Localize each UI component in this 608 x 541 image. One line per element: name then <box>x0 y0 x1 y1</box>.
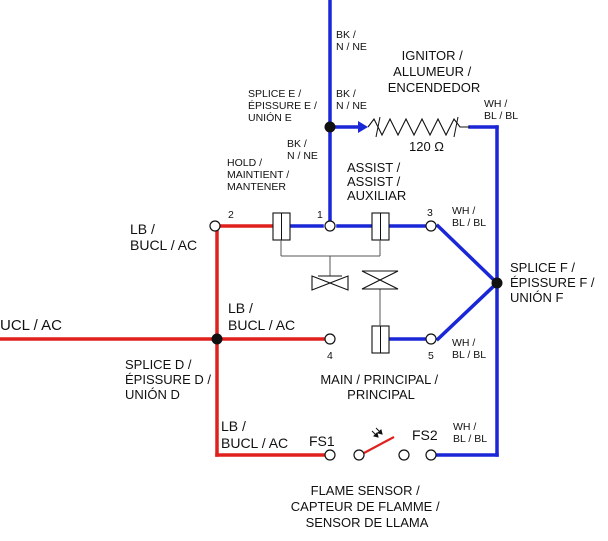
valve-linkage <box>280 240 381 326</box>
arrow-ignitor-icon <box>358 121 368 133</box>
label-ignitor: IGNITOR / ALLUMEUR / ENCENDEDOR <box>388 48 480 95</box>
label-bk-top: BK / N / NE <box>336 29 367 53</box>
label-fs1: FS1 <box>309 433 335 449</box>
label-fs2: FS2 <box>412 427 438 443</box>
valve-left-icon <box>311 275 349 291</box>
terminal-fs2-b <box>425 449 437 461</box>
label-resistance: 120 Ω <box>409 139 444 154</box>
splice-d-dot <box>211 333 223 345</box>
ignitor-tick-right <box>453 116 459 138</box>
label-lb-low: LB / BUCL / AC <box>221 418 288 451</box>
label-lb-left: LB / BUCL / AC <box>130 221 197 253</box>
red-wires <box>0 224 326 457</box>
label-wh-assist: WH / BL / BL <box>452 205 486 229</box>
terminals <box>209 220 437 461</box>
terminal-fs2-a <box>398 449 410 461</box>
flame-sensor-icon <box>371 427 383 438</box>
label-wh-fs: WH / BL / BL <box>453 421 487 445</box>
label-terminal-3: 3 <box>427 207 433 219</box>
label-terminal-1: 1 <box>317 209 323 221</box>
terminal-2 <box>209 220 221 232</box>
label-lb-mid: LB / BUCL / AC <box>228 300 295 333</box>
terminal-4 <box>324 333 336 345</box>
flame-switch-blade <box>363 436 395 454</box>
label-main: MAIN / PRINCIPAL / PRINCIPAL <box>320 372 441 402</box>
label-terminal-2: 2 <box>228 209 234 221</box>
label-assist: ASSIST / ASSIST / AUXILIAR <box>347 160 406 203</box>
label-bk-low: BK / N / NE <box>287 138 318 162</box>
terminal-fs1-a <box>324 449 336 461</box>
terminal-1 <box>324 220 336 232</box>
ignitor-tick-left <box>375 116 381 138</box>
valve-right-icon <box>361 270 399 290</box>
label-splice-e: SPLICE E / ÉPISSURE E / UNIÓN E <box>248 88 320 124</box>
label-wh-main: WH / BL / BL <box>452 337 486 361</box>
label-splice-d: SPLICE D / ÉPISSURE D / UNIÓN D <box>125 357 215 402</box>
wire-t3-splice-f <box>435 223 500 286</box>
label-bk-mid: BK / N / NE <box>336 88 367 112</box>
wire-t5-splice-f <box>435 280 500 342</box>
label-wh-top: WH / BL / BL <box>484 98 518 122</box>
label-hold: HOLD / MAINTIENT / MANTENER <box>227 157 292 193</box>
blue-wires <box>288 0 500 457</box>
splice-e-dot <box>324 121 336 133</box>
terminal-fs1-b <box>353 449 365 461</box>
label-ucl-ac: UCL / AC <box>0 317 62 334</box>
label-flame-sensor: FLAME SENSOR / CAPTEUR DE FLAMME / SENSO… <box>291 483 443 530</box>
label-terminal-4: 4 <box>327 350 333 362</box>
splice-f-dot <box>491 277 503 289</box>
label-terminal-5: 5 <box>428 350 434 362</box>
terminal-5 <box>425 333 437 345</box>
ignitor-resistor-icon <box>367 117 470 137</box>
label-splice-f: SPLICE F / ÉPISSURE F / UNIÓN F <box>510 260 598 305</box>
terminal-3 <box>425 220 437 232</box>
